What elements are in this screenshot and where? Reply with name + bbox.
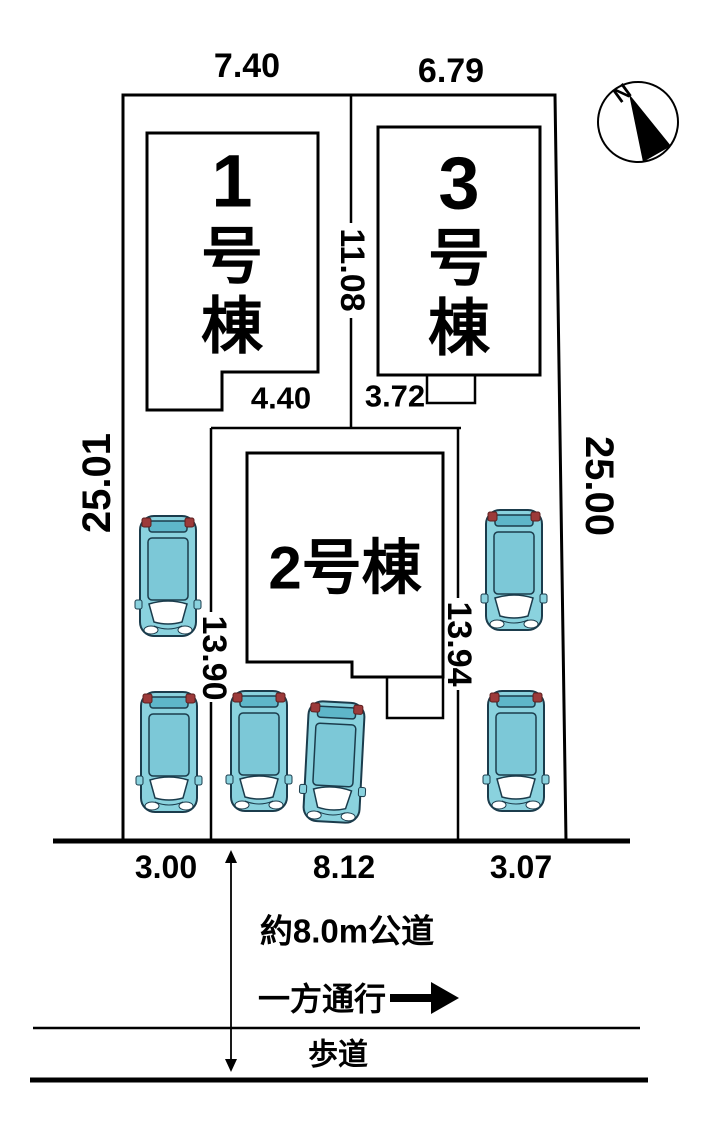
car-right-bottom <box>482 690 550 812</box>
one-way-label: 一方通行 <box>258 981 386 1017</box>
dim-b3-entrance: 3.72 <box>365 379 425 414</box>
building3-porch <box>425 373 477 405</box>
building2-porch <box>385 675 445 720</box>
car-center-right <box>296 699 372 825</box>
dim-frontage-center: 8.12 <box>313 849 375 885</box>
plot-outer-boundary <box>121 93 568 842</box>
dim-left-depth: 25.01 <box>75 433 119 533</box>
car-center-left <box>225 690 293 812</box>
dim-right-depth: 25.00 <box>577 436 621 536</box>
dim-frontage-right: 3.07 <box>490 849 552 885</box>
one-way-arrow-icon <box>390 982 459 1014</box>
road-width-arrow <box>225 850 237 1072</box>
car-left-bottom <box>135 691 203 813</box>
compass-icon: N <box>597 78 679 163</box>
dim-top-width-b3: 6.79 <box>418 52 484 90</box>
building3-label: 3 号 棟 <box>428 142 491 364</box>
building1-outline <box>145 131 320 412</box>
building1-label-line3: 棟 <box>201 293 264 362</box>
car-right-top <box>480 509 548 631</box>
dim-top-width-b1: 7.40 <box>214 47 280 85</box>
building2-outline <box>245 451 445 679</box>
building3-label-line3: 棟 <box>428 295 491 364</box>
sidewalk-label: 歩道 <box>308 1039 368 1072</box>
building1-label-line1: 1 <box>211 140 252 223</box>
building1-label: 1 号 棟 <box>201 140 264 362</box>
building3-label-line1: 3 <box>438 142 479 225</box>
dim-frontage-left: 3.00 <box>135 849 197 885</box>
dim-plot2-right-depth: 13.94 <box>440 601 478 686</box>
building1-label-line2: 号 <box>201 223 263 292</box>
dim-center-depth: 11.08 <box>333 228 371 311</box>
dim-plot2-left-depth: 13.90 <box>195 615 233 700</box>
car-left-top <box>134 515 202 637</box>
building3-label-line2: 号 <box>428 225 490 294</box>
dim-b1-entrance: 4.40 <box>251 381 311 416</box>
road-label: 約8.0m公道 <box>260 913 434 950</box>
building2-label: 2号棟 <box>268 535 422 602</box>
